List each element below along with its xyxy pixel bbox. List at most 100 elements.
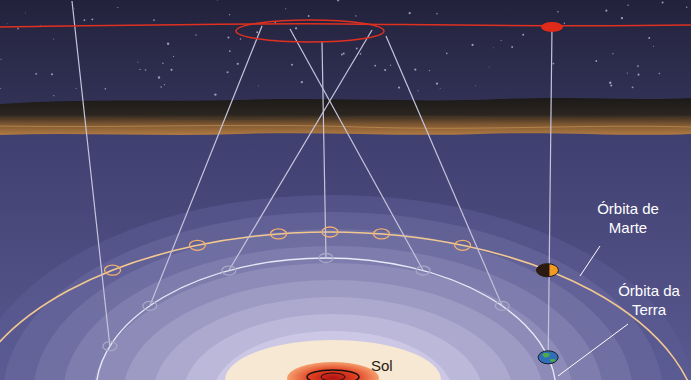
inner-orbit	[307, 370, 359, 380]
inner-orbit	[321, 373, 345, 380]
star	[164, 84, 165, 85]
star	[522, 34, 524, 36]
star	[137, 61, 138, 62]
star	[227, 71, 229, 73]
glow-ring	[3, 212, 663, 380]
star	[341, 53, 343, 55]
star	[76, 88, 77, 89]
mars-position	[271, 229, 287, 239]
mars-shadow	[536, 264, 549, 277]
star	[51, 73, 53, 75]
earth-position	[495, 301, 509, 310]
star	[227, 37, 229, 39]
star	[653, 46, 654, 47]
mars-position	[105, 265, 121, 275]
mars-position	[373, 229, 389, 239]
star	[25, 12, 27, 14]
star	[414, 68, 416, 70]
earth-position	[103, 342, 117, 351]
glow-ring	[93, 263, 573, 380]
star	[117, 7, 118, 8]
orbits	[0, 232, 691, 380]
star	[429, 70, 430, 71]
star	[285, 8, 286, 9]
star	[105, 88, 107, 90]
stars	[0, 0, 687, 96]
star	[257, 85, 259, 87]
star	[398, 86, 400, 88]
line-of-sight	[229, 30, 372, 271]
star	[621, 17, 623, 19]
star	[256, 31, 258, 33]
leader-line	[580, 246, 600, 276]
star	[153, 19, 155, 21]
line-of-sight	[386, 36, 502, 306]
star	[557, 11, 559, 13]
glow-ring	[183, 314, 483, 380]
line-of-sight	[548, 27, 552, 357]
mars-in-sky	[541, 22, 563, 32]
star	[439, 88, 441, 90]
star	[229, 50, 231, 52]
star	[35, 73, 37, 75]
star	[564, 23, 565, 24]
star	[91, 18, 93, 20]
star	[471, 44, 473, 46]
earth-position	[416, 266, 430, 275]
star	[648, 37, 650, 39]
orbit-label: Órbita da Terra	[611, 282, 687, 320]
star	[84, 19, 86, 21]
retrograde-loop	[236, 20, 384, 42]
star	[170, 69, 172, 71]
line-of-sight	[72, 1, 110, 346]
mars-orbit	[0, 232, 691, 380]
star	[610, 84, 612, 86]
star	[553, 63, 555, 65]
star	[360, 53, 362, 55]
glow-ring	[213, 331, 453, 380]
glow-ring	[63, 246, 603, 380]
sun-label: Sol	[371, 357, 411, 376]
star	[511, 46, 513, 48]
earth-position	[143, 301, 157, 310]
glow-ring	[153, 297, 513, 380]
star	[436, 13, 438, 15]
mars-position	[455, 240, 471, 250]
star	[632, 86, 634, 88]
star	[474, 85, 476, 87]
star	[638, 74, 640, 76]
horizon-streak	[0, 117, 691, 120]
star	[501, 40, 502, 41]
star	[167, 43, 169, 45]
orbit-label: Órbita de Marte	[578, 200, 678, 238]
star	[446, 53, 448, 55]
glow-ring	[123, 280, 543, 380]
star	[488, 66, 490, 68]
star	[662, 1, 664, 3]
star	[356, 48, 358, 50]
star	[374, 65, 376, 67]
star	[418, 90, 419, 91]
line-of-sight	[150, 26, 262, 306]
star	[301, 81, 303, 83]
star	[595, 60, 597, 62]
mars-position	[322, 227, 338, 237]
star	[612, 53, 613, 54]
star	[229, 14, 230, 15]
star	[409, 12, 411, 14]
star	[308, 15, 310, 17]
star	[17, 28, 19, 30]
line-of-sight	[322, 42, 326, 258]
star	[337, 0, 339, 1]
mars-apparent-path	[0, 24, 691, 27]
star	[291, 64, 293, 66]
star	[145, 69, 147, 71]
sun	[287, 362, 379, 380]
star	[355, 15, 356, 16]
star	[216, 0, 218, 1]
star	[390, 65, 391, 66]
earth-land	[542, 353, 556, 362]
